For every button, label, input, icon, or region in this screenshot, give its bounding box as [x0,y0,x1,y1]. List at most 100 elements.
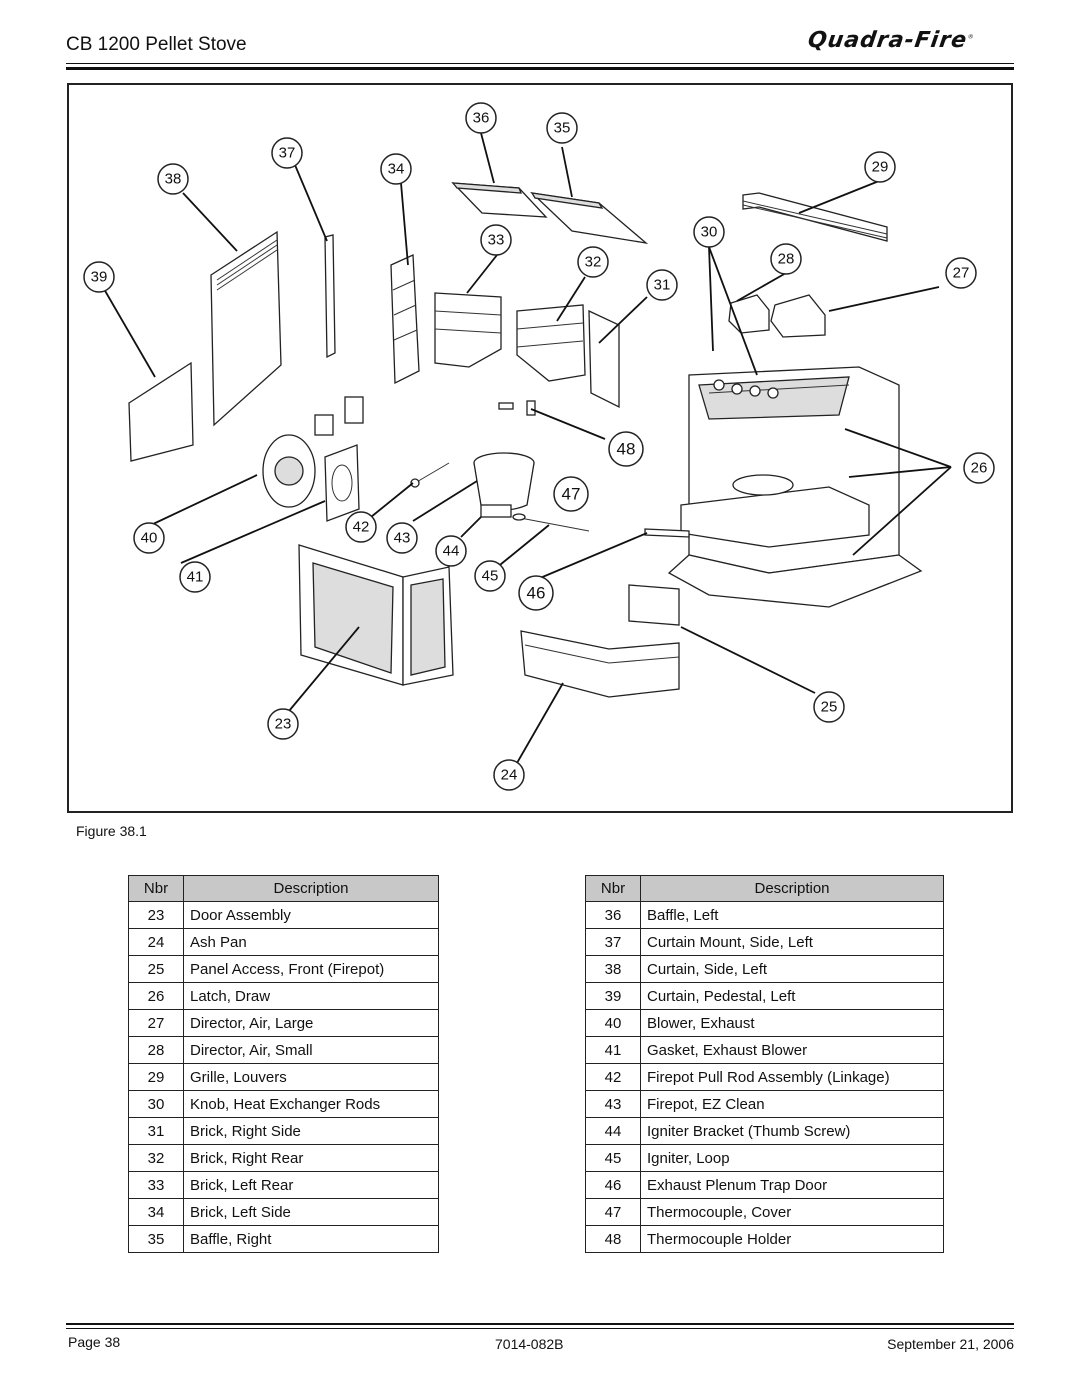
callout-42-label: 42 [353,519,370,536]
part-number-cell: 48 [585,1225,641,1253]
part-brick-left-side [390,254,420,385]
part-description-cell: Brick, Right Side [183,1117,439,1145]
callout-40: 40 [133,522,165,554]
part-description-cell: Curtain Mount, Side, Left [640,928,944,956]
part-number-cell: 36 [585,901,641,929]
part-exhaust-blower [262,396,364,508]
part-number-cell: 27 [128,1009,184,1037]
part-number-cell: 42 [585,1063,641,1091]
part-curtain-mount [324,234,336,359]
part-number-cell: 44 [585,1117,641,1145]
callout-43-label: 43 [394,530,411,547]
part-number-cell: 24 [128,928,184,956]
footer-page-number: Page 38 [68,1334,121,1350]
exploded-parts-diagram: 36 35 37 34 29 38 33 30 28 32 27 39 31 4… [67,83,1013,813]
part-description-cell: Latch, Draw [183,982,439,1010]
figure-caption: Figure 38.1 [76,823,147,839]
table-header-row: Nbr Description [585,875,944,902]
part-number-cell: 34 [128,1198,184,1226]
part-description-cell: Gasket, Exhaust Blower [640,1036,944,1064]
part-description-cell: Panel Access, Front (Firepot) [183,955,439,983]
part-number-cell: 38 [585,955,641,983]
part-description-cell: Baffle, Left [640,901,944,929]
callout-37: 37 [271,137,303,169]
part-air-director-small [728,294,770,334]
table-header-row: Nbr Description [128,875,439,902]
callout-34: 34 [380,153,412,185]
callout-46: 46 [518,575,554,611]
callout-41-label: 41 [187,569,204,586]
part-number-cell: 28 [128,1036,184,1064]
callout-34-label: 34 [388,161,405,178]
callout-30: 30 [693,216,725,248]
column-header-description: Description [640,875,944,902]
part-description-cell: Curtain, Side, Left [640,955,944,983]
part-door-assembly [298,544,454,686]
part-baffle-right [530,192,649,245]
part-stove-body [667,366,923,608]
callout-44: 44 [435,535,467,567]
part-curtain-pedestal [128,361,194,462]
part-igniter [512,513,590,532]
part-number-cell: 46 [585,1171,641,1199]
part-description-cell: Exhaust Plenum Trap Door [640,1171,944,1199]
callout-36-label: 36 [473,110,490,127]
callout-29-label: 29 [872,159,889,176]
part-description-cell: Firepot, EZ Clean [640,1090,944,1118]
callout-37-label: 37 [279,145,296,162]
part-brick-right-rear [516,304,586,382]
callout-38: 38 [157,163,189,195]
column-header-nbr: Nbr [128,875,184,902]
callout-27-label: 27 [953,265,970,282]
part-pull-rod [410,462,450,488]
callout-24: 24 [493,759,525,791]
callout-47-label: 47 [562,485,581,504]
brand-logo-text: Quadra-Fire [806,28,969,53]
callout-24-label: 24 [501,767,518,784]
column-header-description: Description [183,875,439,902]
callout-25-label: 25 [821,699,838,716]
callout-41: 41 [179,561,211,593]
part-brick-left-rear [434,292,502,368]
registered-mark: ® [967,33,976,41]
callout-32-label: 32 [585,254,602,271]
part-number-cell: 39 [585,982,641,1010]
footer-date: September 21, 2006 [887,1336,1014,1352]
part-number-cell: 41 [585,1036,641,1064]
callout-28-label: 28 [778,251,795,268]
leader-lines [103,132,952,764]
part-number-cell: 45 [585,1144,641,1172]
callout-32: 32 [577,246,609,278]
part-description-cell: Firepot Pull Rod Assembly (Linkage) [640,1063,944,1091]
part-description-cell: Curtain, Pedestal, Left [640,982,944,1010]
callout-40-label: 40 [141,530,158,547]
part-number-cell: 47 [585,1198,641,1226]
part-baffle-left [451,182,548,218]
callout-47: 47 [553,476,589,512]
callout-48-label: 48 [617,440,636,459]
callout-25: 25 [813,691,845,723]
part-description-cell: Ash Pan [183,928,439,956]
part-description-cell: Blower, Exhaust [640,1009,944,1037]
part-number-cell: 35 [128,1225,184,1253]
callout-28: 28 [770,243,802,275]
diagram-svg: 36 35 37 34 29 38 33 30 28 32 27 39 31 4… [83,102,995,791]
part-trap-door [644,528,690,538]
